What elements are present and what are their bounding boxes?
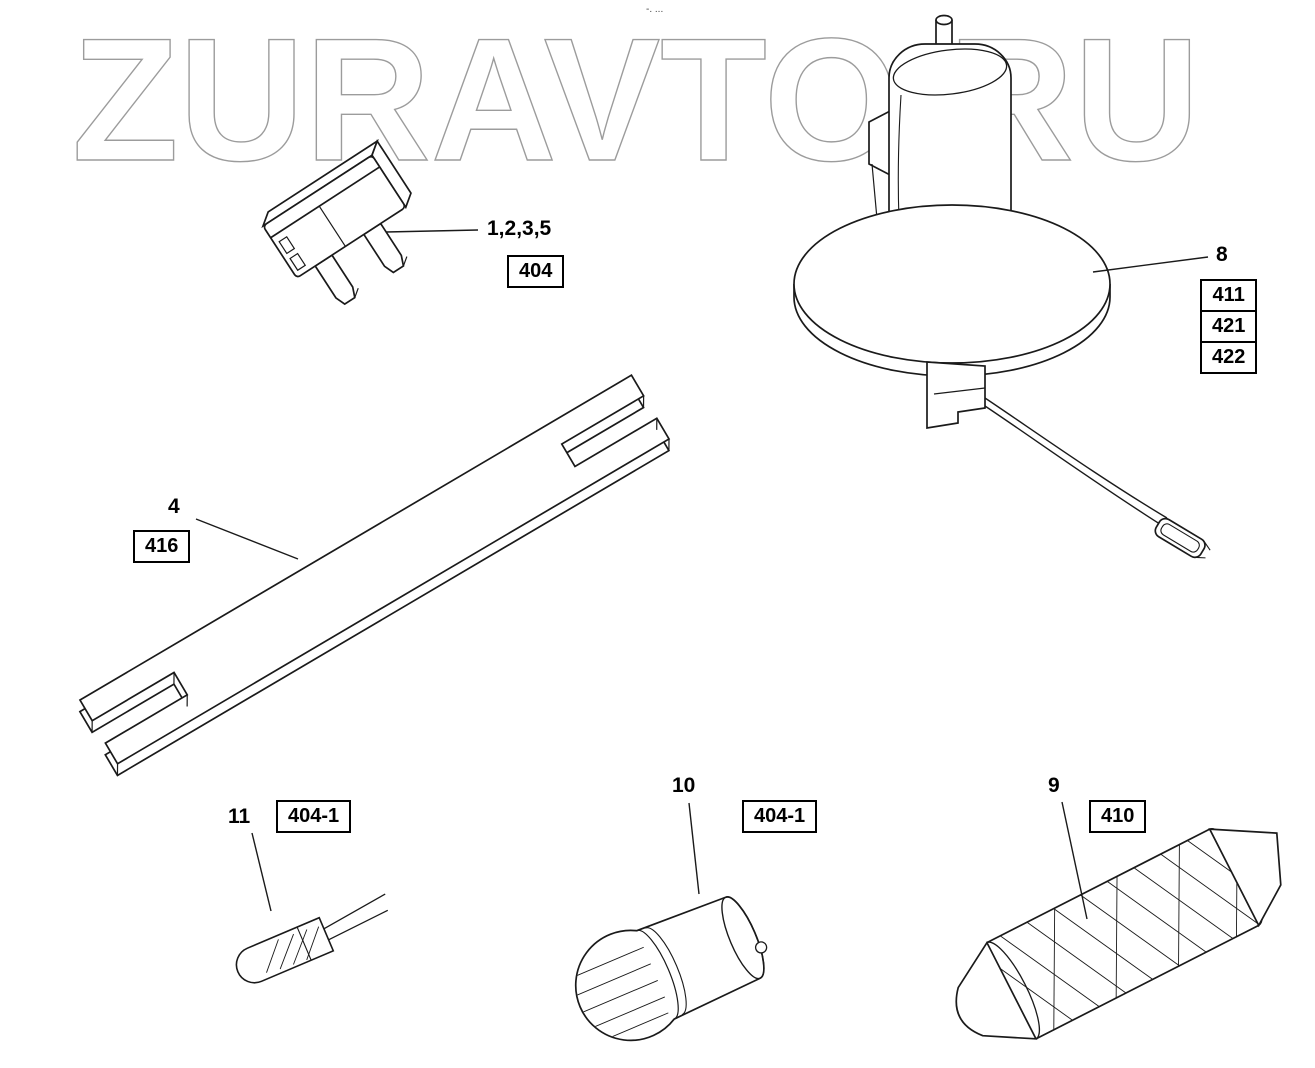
code-box-column-sender: 411 421 422 [1200, 279, 1258, 374]
part-label-strip: 4 [168, 495, 180, 518]
tiny-top-mark: -. ... [646, 4, 663, 15]
code-box-404-1-small: 404-1 [276, 800, 352, 833]
part-label-bulb-bayonet: 10 [672, 774, 696, 797]
part-label-fuse: 1,2,3,5 [487, 217, 552, 240]
leader-line-bulb-festoon [1061, 801, 1088, 920]
leader-line-fuse [385, 229, 479, 233]
fuel-sender-drawing [793, 14, 1211, 559]
code-box-421: 421 [1200, 310, 1258, 343]
bulb-festoon-drawing [955, 828, 1282, 1040]
code-box-411: 411 [1200, 279, 1258, 312]
part-label-sender: 8 [1216, 243, 1228, 266]
part-label-bulb-festoon: 9 [1048, 774, 1060, 797]
code-box-416: 416 [133, 530, 191, 563]
code-box-404-1-bayonet: 404-1 [742, 800, 818, 833]
watermark-text: ZURAVTO.RU [72, 3, 1200, 198]
bulb-small-drawing [235, 893, 389, 984]
part-label-bulb-small: 11 [228, 805, 251, 828]
leader-line-bulb-small [251, 832, 272, 912]
bracket-strip-drawing [78, 374, 671, 777]
leader-line-bulb-bayonet [688, 802, 700, 895]
bulb-bayonet-drawing [563, 896, 768, 1042]
code-box-410: 410 [1089, 800, 1147, 833]
leader-line-strip [195, 518, 299, 560]
code-box-422: 422 [1200, 341, 1258, 374]
code-box-404: 404 [507, 255, 565, 288]
leader-line-sender [1092, 256, 1209, 273]
fuse-drawing [261, 139, 412, 306]
